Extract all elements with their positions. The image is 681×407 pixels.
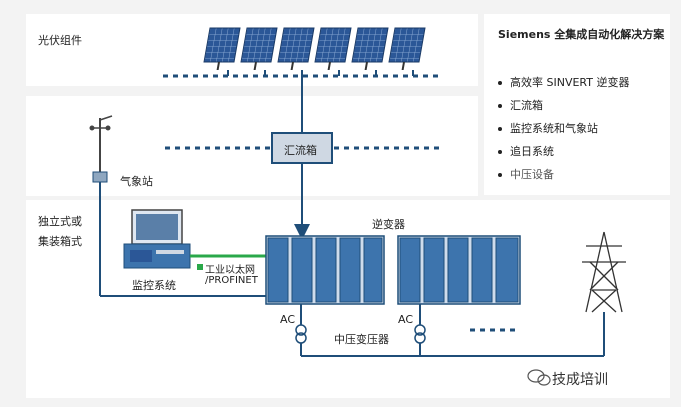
ethernet-marker — [197, 264, 203, 270]
monitoring-computer-icon — [123, 209, 191, 269]
weather-station-label: 气象站 — [120, 175, 153, 188]
weather-station-icon — [89, 115, 113, 183]
legend-list: 高效率 SINVERT 逆变器 汇流箱 监控系统和气象站 追日系统 中压设备 — [498, 76, 630, 191]
ac-right-label: AC — [398, 313, 414, 326]
standalone-label-line2: 集装箱式 — [38, 235, 82, 248]
inverter-right — [397, 235, 521, 305]
ac-left-label: AC — [280, 313, 296, 326]
inverter-left — [265, 235, 385, 305]
legend-item: 追日系统 — [498, 145, 630, 168]
legend-item: 高效率 SINVERT 逆变器 — [498, 76, 630, 99]
watermark-text: 技成培训 — [552, 372, 608, 388]
monitoring-label: 监控系统 — [132, 279, 176, 292]
transformer-left-icon — [295, 324, 307, 344]
inverter-label: 逆变器 — [372, 218, 405, 231]
legend-panel: Siemens 全集成自动化解决方案 高效率 SINVERT 逆变器 汇流箱 监… — [484, 14, 670, 195]
combiner-label: 汇流箱 — [284, 144, 317, 157]
pv-section-label: 光伏组件 — [38, 34, 82, 47]
legend-item: 监控系统和气象站 — [498, 122, 630, 145]
pv-modules — [203, 27, 426, 70]
mv-transformer-label: 中压变压器 — [334, 333, 389, 346]
standalone-label-line1: 独立式或 — [38, 215, 82, 228]
network-label-line2: /PROFINET — [205, 275, 258, 286]
transformer-right-icon — [414, 324, 426, 344]
legend-item: 汇流箱 — [498, 99, 630, 122]
pv-bus — [163, 70, 440, 78]
wechat-icon — [527, 369, 551, 386]
legend-item: 中压设备 — [498, 168, 630, 191]
legend-title: Siemens 全集成自动化解决方案 — [498, 28, 665, 41]
transmission-tower-icon — [582, 231, 626, 313]
network-label-line1: 工业以太网 — [205, 265, 255, 276]
